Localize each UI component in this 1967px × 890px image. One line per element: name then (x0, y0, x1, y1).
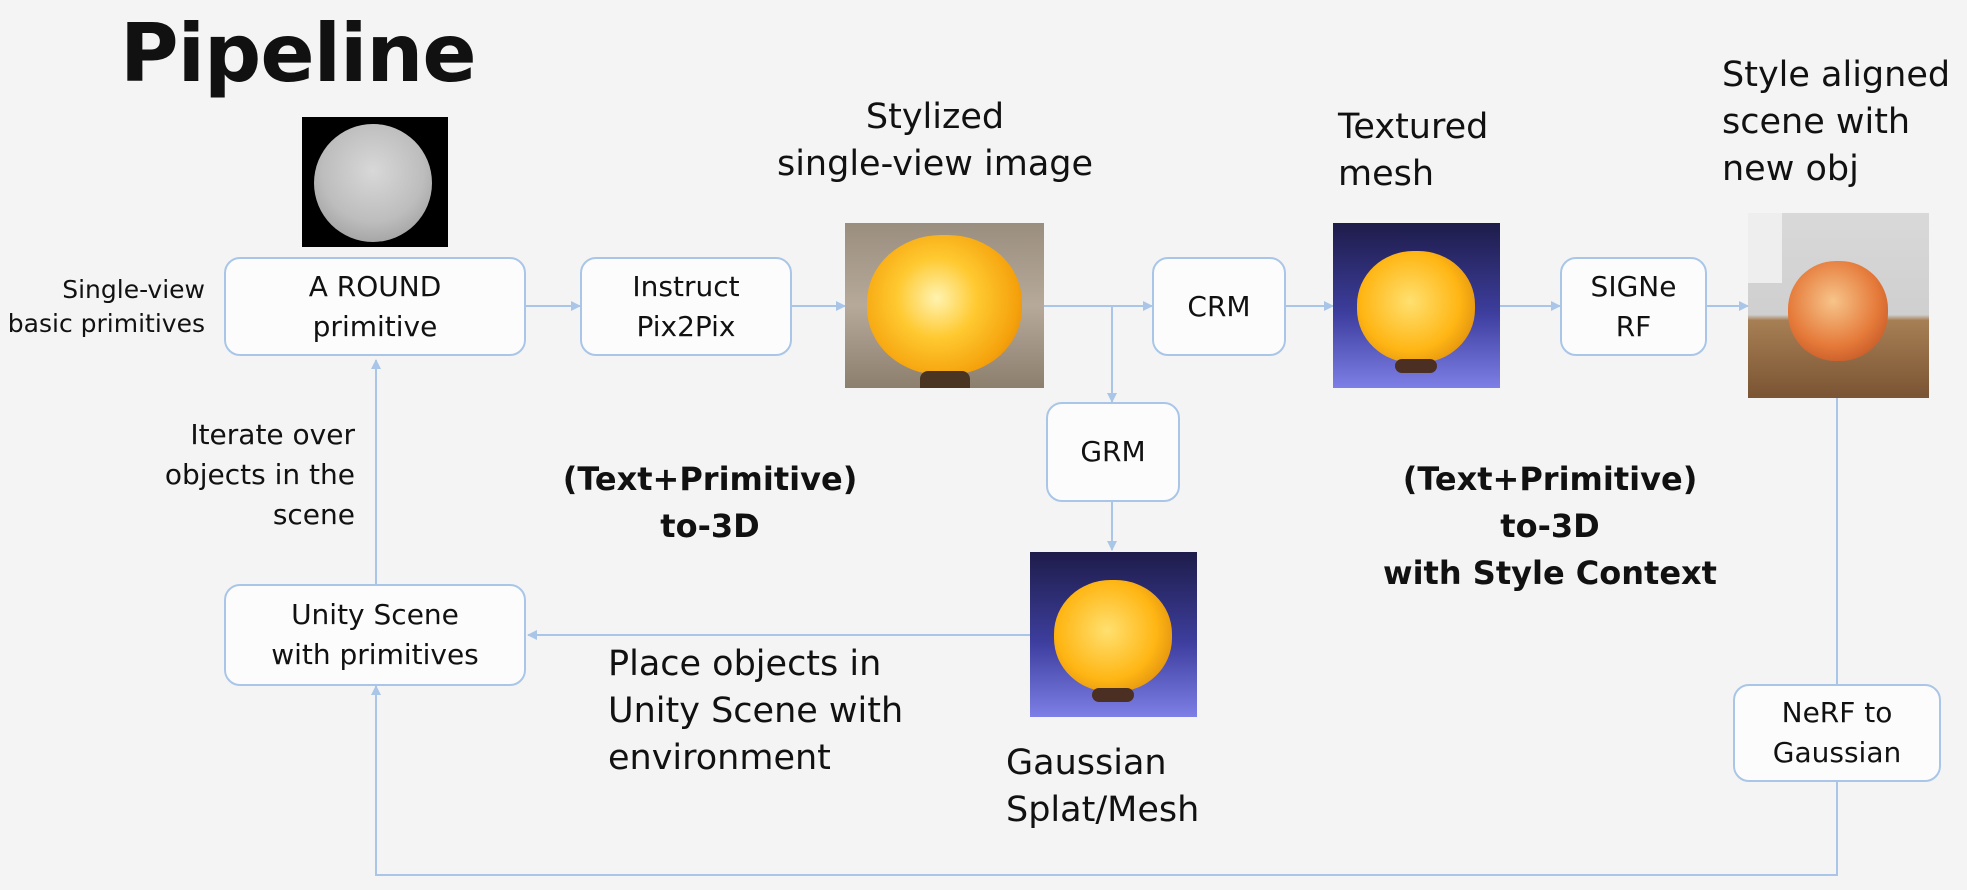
gaussian-base (1092, 688, 1134, 702)
gaussian-orb (1054, 580, 1172, 692)
sphere-shape (314, 124, 432, 242)
style-aligned-caption: Style aligned scene with new obj (1722, 55, 1951, 189)
mesh-base (1395, 359, 1437, 373)
instruct-pix2pix-box: Instruct Pix2Pix (580, 257, 792, 356)
mesh-orb (1357, 251, 1475, 363)
place-objects-caption: Place objects in Unity Scene with enviro… (608, 644, 904, 778)
text-primitive-heading: (Text+Primitive) to-3D (562, 460, 858, 545)
scene-object (1788, 261, 1888, 361)
page-title: Pipeline (120, 7, 477, 100)
textured-mesh-image (1333, 223, 1500, 388)
text-primitive-style-heading: (Text+Primitive) to-3D with Style Contex… (1383, 460, 1717, 592)
lamp-base (920, 371, 970, 388)
stylized-image (845, 223, 1044, 388)
style-aligned-scene-image (1748, 213, 1929, 398)
primitive-sphere-image (302, 117, 448, 247)
grm-box: GRM (1046, 402, 1180, 502)
gaussian-image (1030, 552, 1197, 717)
gaussian-caption: Gaussian Splat/Mesh (1006, 743, 1200, 830)
nerf-to-gaussian-box: NeRF to Gaussian (1733, 684, 1941, 782)
single-view-label: Single-view basic primitives (7, 275, 205, 338)
crm-box: CRM (1152, 257, 1286, 356)
unity-scene-box: Unity Scene with primitives (224, 584, 526, 686)
stylized-caption: Stylized single-view image (776, 97, 1094, 184)
round-primitive-box: A ROUND primitive (224, 257, 526, 356)
orb-shape (867, 235, 1022, 375)
arrow-nerf-loop-to-unity (371, 685, 1838, 876)
textured-mesh-caption: Textured mesh (1338, 107, 1489, 194)
signerf-box: SIGNe RF (1560, 257, 1707, 356)
iterate-label: Iterate over objects in the scene (164, 418, 355, 531)
window-light (1748, 213, 1782, 283)
